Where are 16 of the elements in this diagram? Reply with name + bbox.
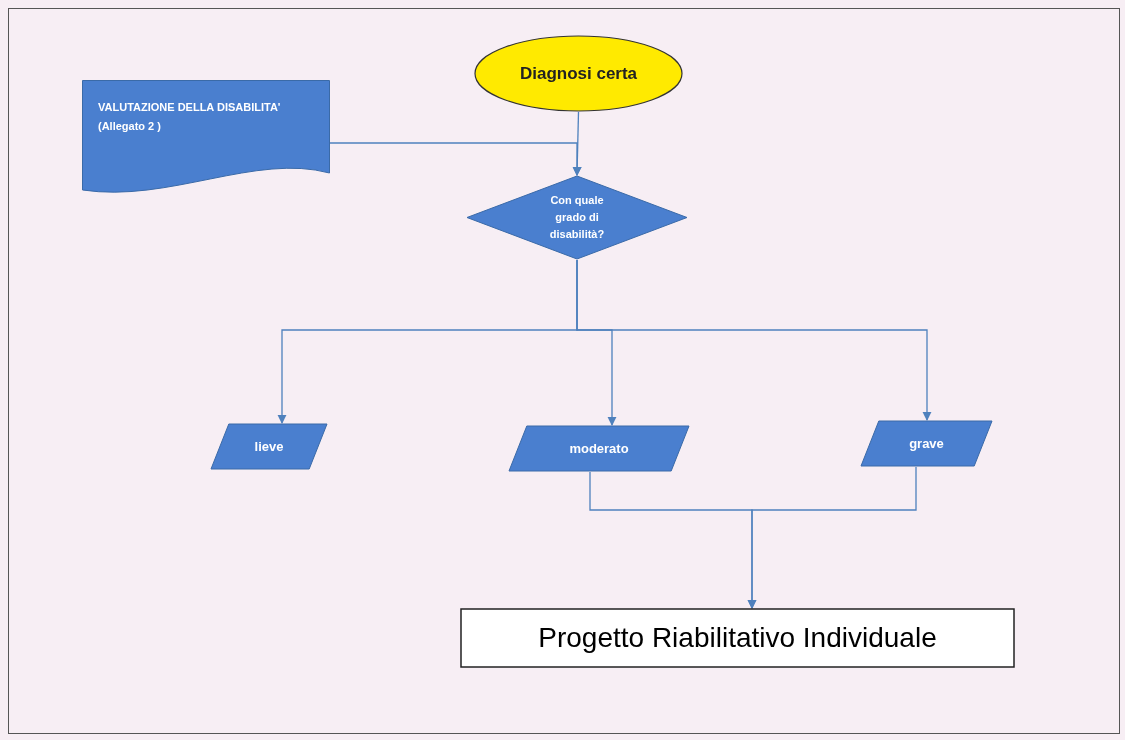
- data-parallelogram: [210, 423, 328, 470]
- node-label: moderato: [569, 439, 629, 458]
- arrow: [329, 142, 582, 176]
- node-label: grave: [909, 434, 944, 453]
- decision-diamond: [466, 175, 688, 260]
- node-label: Progetto Riabilitativo Individuale: [538, 621, 937, 655]
- process-box: [460, 608, 1015, 668]
- node-label: VALUTAZIONE DELLA DISABILITA' (Allegato 2 ): [98, 100, 282, 134]
- start-ellipse: [474, 35, 683, 112]
- data-parallelogram: [860, 420, 993, 467]
- arrow: [747, 466, 917, 609]
- node-label: Diagnosi certa: [519, 63, 638, 84]
- node-label: Con quale grado di disabilità?: [548, 193, 606, 242]
- arrow: [576, 259, 932, 421]
- node-label: lieve: [254, 437, 284, 456]
- data-parallelogram: [508, 425, 690, 472]
